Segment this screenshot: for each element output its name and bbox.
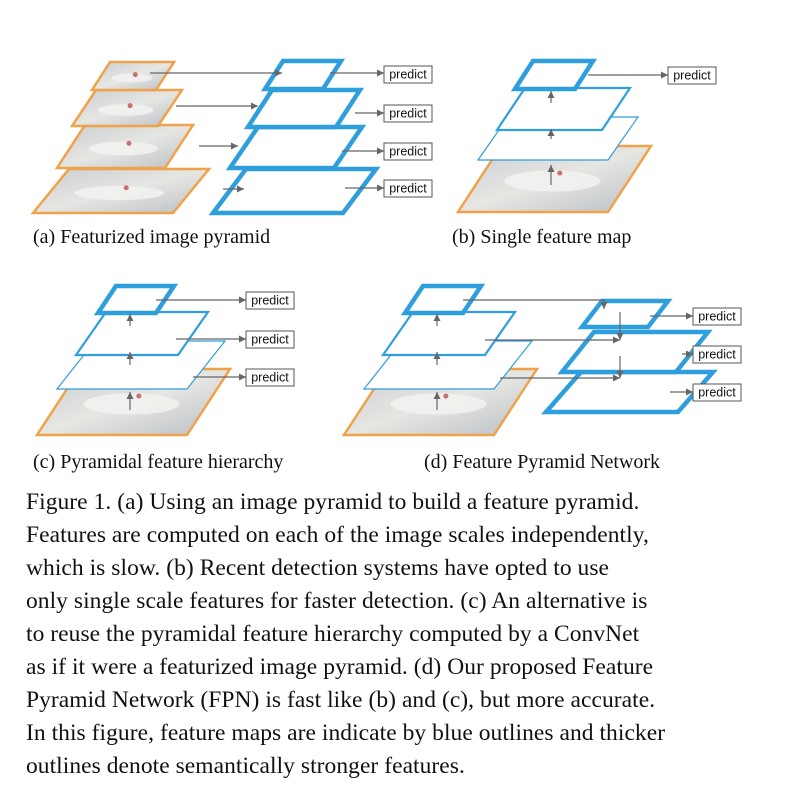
predict-box bbox=[692, 383, 742, 402]
image-detail bbox=[126, 140, 132, 146]
image-detail bbox=[390, 393, 487, 415]
image-detail bbox=[83, 393, 180, 415]
image-detail bbox=[557, 170, 563, 176]
predict-label: predict bbox=[251, 294, 289, 308]
figure-caption-line: Features are computed on each of the ima… bbox=[26, 522, 649, 548]
figure-caption-line: to reuse the pyramidal feature hierarchy… bbox=[26, 621, 640, 647]
caption-panel-d: (d) Feature Pyramid Network bbox=[424, 451, 661, 473]
feature-map bbox=[260, 58, 346, 92]
predict-label: predict bbox=[698, 310, 736, 324]
figure-caption-line: Pyramid Network (FPN) is fast like (b) a… bbox=[26, 687, 656, 713]
image-detail bbox=[89, 141, 159, 156]
figure-diagram: predict predict predict predict predict predi… bbox=[30, 58, 742, 437]
caption-panel-b: (b) Single feature map bbox=[452, 226, 632, 248]
predict-box bbox=[383, 179, 433, 198]
predict-label: predict bbox=[698, 386, 736, 400]
caption-panel-c: (c) Pyramidal feature hierarchy bbox=[33, 451, 284, 473]
feature-map bbox=[93, 283, 179, 316]
feature-map bbox=[380, 310, 518, 357]
feature-map bbox=[494, 86, 633, 132]
figure-caption-line: outlines denote semantically stronger fe… bbox=[26, 753, 465, 779]
image-detail bbox=[111, 73, 153, 83]
feature-map bbox=[557, 329, 713, 375]
predict-box bbox=[692, 307, 742, 326]
predict-box bbox=[383, 104, 433, 123]
predict-label: predict bbox=[698, 348, 736, 362]
image-detail bbox=[443, 393, 449, 399]
predict-label: predict bbox=[389, 182, 427, 196]
image-detail bbox=[74, 185, 164, 201]
predict-label: predict bbox=[251, 371, 289, 385]
image-detail bbox=[132, 72, 138, 78]
caption-panel-a: (a) Featurized image pyramid bbox=[33, 226, 271, 248]
predict-box bbox=[383, 142, 433, 161]
image-detail bbox=[98, 104, 154, 116]
image-detail bbox=[123, 185, 129, 191]
image-detail bbox=[127, 103, 133, 109]
figure-caption-line: which is slow. (b) Recent detection syst… bbox=[26, 555, 610, 581]
figure-caption-line: only single scale features for faster de… bbox=[26, 588, 648, 614]
feature-map bbox=[510, 58, 598, 92]
predict-box bbox=[245, 330, 295, 349]
feature-map bbox=[225, 124, 367, 171]
predict-label: predict bbox=[673, 69, 711, 83]
predict-box bbox=[383, 65, 433, 84]
predict-box bbox=[692, 345, 742, 364]
predict-label: predict bbox=[389, 68, 427, 82]
feature-map bbox=[243, 87, 365, 130]
predict-label: predict bbox=[389, 107, 427, 121]
figure-caption-line: Figure 1. (a) Using an image pyramid to … bbox=[26, 489, 640, 515]
feature-map bbox=[400, 283, 486, 316]
image-detail bbox=[504, 170, 601, 192]
predict-label: predict bbox=[389, 145, 427, 159]
figure-caption-line: In this figure, feature maps are indicat… bbox=[26, 720, 666, 746]
predict-box bbox=[245, 368, 295, 387]
predict-box bbox=[245, 291, 295, 310]
feature-map bbox=[577, 298, 673, 330]
predict-box bbox=[667, 66, 717, 85]
figure-caption-line: as if it were a featurized image pyramid… bbox=[26, 654, 654, 680]
image-detail bbox=[136, 393, 142, 399]
predict-label: predict bbox=[251, 333, 289, 347]
feature-map bbox=[208, 166, 381, 216]
feature-map bbox=[73, 310, 211, 357]
